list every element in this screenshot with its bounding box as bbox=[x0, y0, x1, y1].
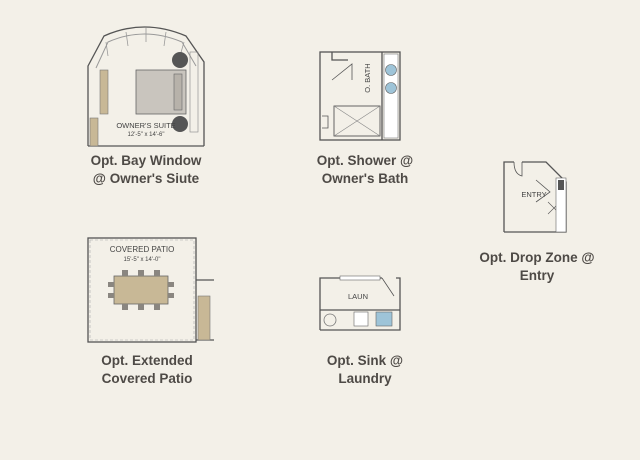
owners-suite-room-label: OWNER'S SUITE bbox=[116, 121, 175, 130]
covered-patio-room-size: 15'-5" x 14'-0" bbox=[124, 257, 161, 263]
caption-laundry-sink: Opt. Sink @ Laundry bbox=[326, 353, 404, 386]
owners-bath-floorplan: O. BATH bbox=[319, 51, 401, 141]
covered-patio-floorplan: COVERED PATIO 15'-5" x 14'-0" bbox=[87, 237, 214, 343]
owners-bath-room-label: O. BATH bbox=[363, 63, 372, 92]
caption-shower: Opt. Shower @ Owner's Bath bbox=[316, 153, 414, 186]
caption-drop-zone: Opt. Drop Zone @ Entry bbox=[479, 250, 595, 283]
caption-extended-patio: Opt. Extended Covered Patio bbox=[101, 353, 193, 386]
entry-floorplan: ENTRY bbox=[503, 161, 567, 233]
laundry-room-label: LAUN bbox=[348, 292, 368, 301]
laundry-floorplan: LAUN bbox=[319, 275, 401, 331]
owners-suite-floorplan: OWNER'S SUITE 12'-5" x 14'-6" bbox=[87, 26, 205, 147]
caption-bay-window: Opt. Bay Window @ Owner's Siute bbox=[90, 153, 202, 186]
covered-patio-room-label: COVERED PATIO bbox=[110, 245, 175, 254]
entry-room-label: ENTRY bbox=[521, 190, 546, 199]
owners-suite-room-size: 12'-5" x 14'-6" bbox=[128, 132, 165, 138]
